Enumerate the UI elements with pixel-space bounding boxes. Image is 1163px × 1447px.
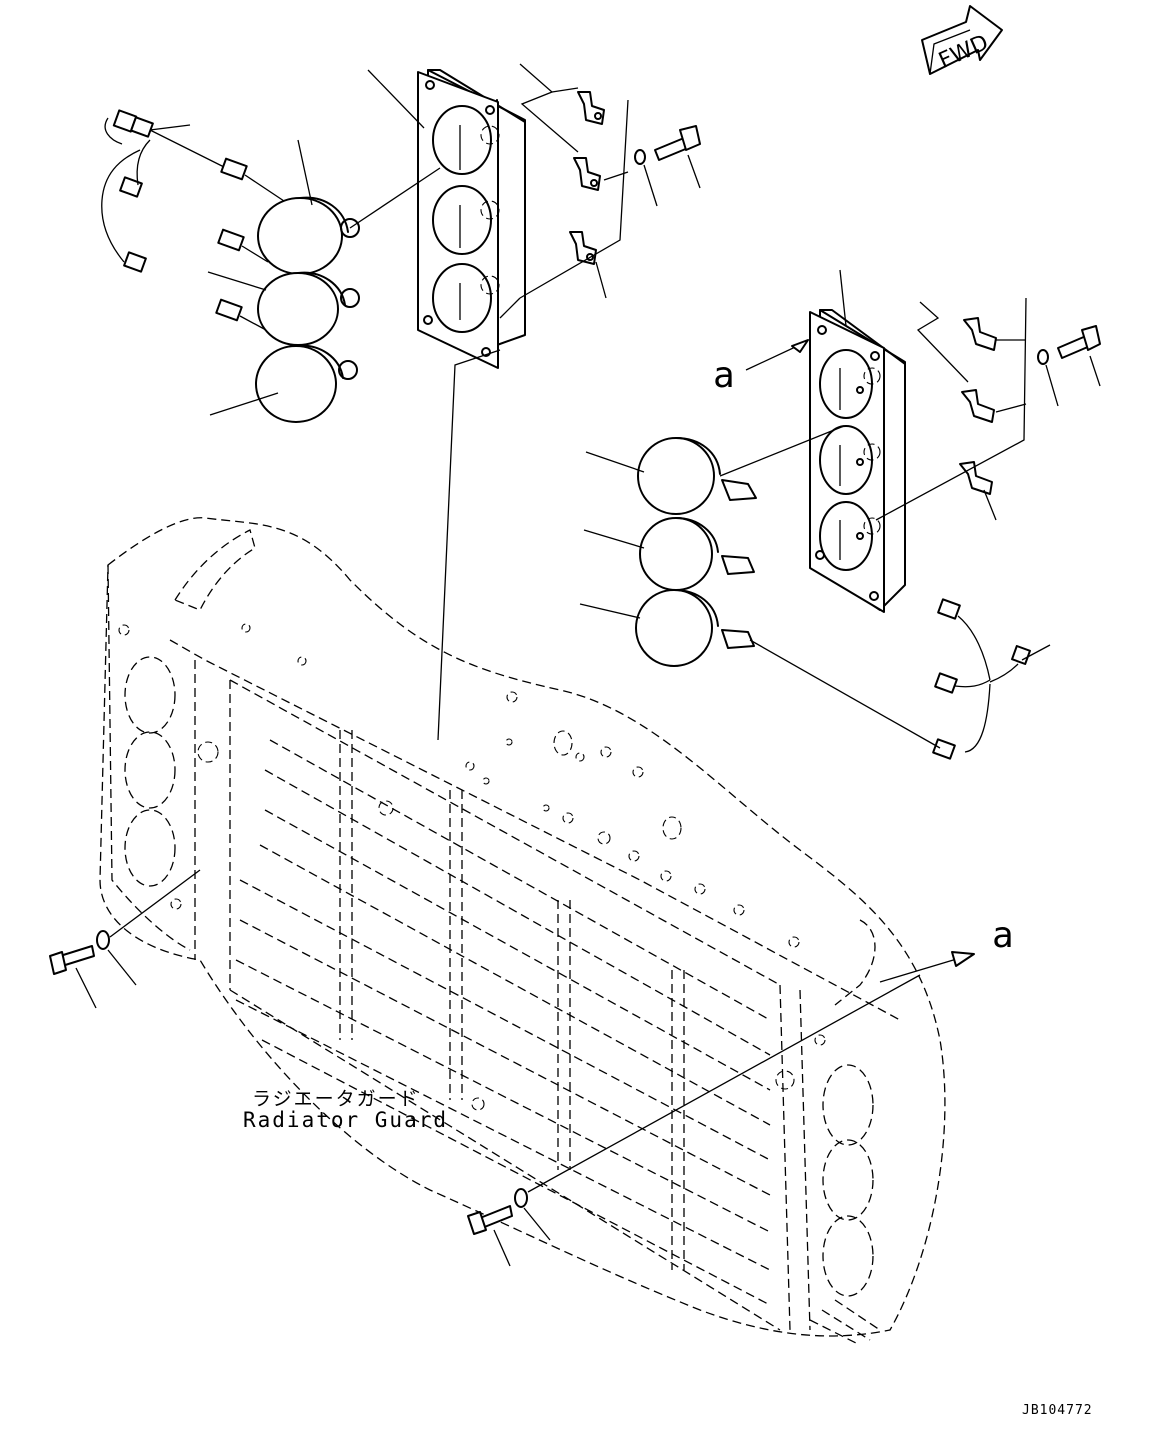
lamp-middle-left xyxy=(257,271,360,346)
clip-right-2-icon xyxy=(961,389,995,423)
lamp-lower-right xyxy=(635,589,755,667)
lamp-lower-left xyxy=(255,344,358,423)
radiator-guard-outline xyxy=(99,517,946,1346)
connector-1-icon xyxy=(220,157,291,206)
connector-3-icon xyxy=(215,298,267,331)
lamp-middle-right xyxy=(639,517,755,591)
drawing-code: JB104772 xyxy=(1022,1403,1093,1418)
view-callout-top: a xyxy=(713,355,735,396)
washer-upper-icon xyxy=(634,149,646,165)
bolt-right-icon xyxy=(1057,325,1101,359)
view-callout-right: a xyxy=(992,915,1014,956)
lamp-upper-left xyxy=(257,196,360,275)
connector-2-icon xyxy=(217,228,269,263)
leader-bracket-left-to-guard xyxy=(437,349,501,741)
bolt-upper-icon xyxy=(654,125,701,161)
clip-upper-2-icon xyxy=(573,157,601,191)
wiring-harness-right xyxy=(749,598,1051,760)
leader-lines-left xyxy=(207,63,701,416)
lamp-bracket-left xyxy=(417,69,526,369)
clip-upper-1-icon xyxy=(577,91,605,125)
grille-slats xyxy=(235,730,771,1306)
part-label-jp: ラジエータガード xyxy=(252,1088,420,1110)
view-arrow-right xyxy=(879,951,975,983)
bolt-lower-middle-icon xyxy=(467,974,921,1267)
fwd-arrow-icon: FWD xyxy=(921,5,1003,75)
wiring-harness-left xyxy=(101,109,227,273)
part-label-en: Radiator Guard xyxy=(243,1108,449,1132)
clip-upper-3-icon xyxy=(569,231,597,265)
fwd-label: FWD xyxy=(935,30,992,74)
bolt-lower-left-icon xyxy=(49,869,201,1009)
washer-right-icon xyxy=(1037,349,1049,365)
leader-lines-right xyxy=(579,269,1101,619)
clip-right-3-icon xyxy=(959,461,993,495)
lamp-bracket-right xyxy=(809,309,906,613)
lamp-upper-right xyxy=(637,437,757,515)
clip-right-1-icon xyxy=(963,317,997,351)
